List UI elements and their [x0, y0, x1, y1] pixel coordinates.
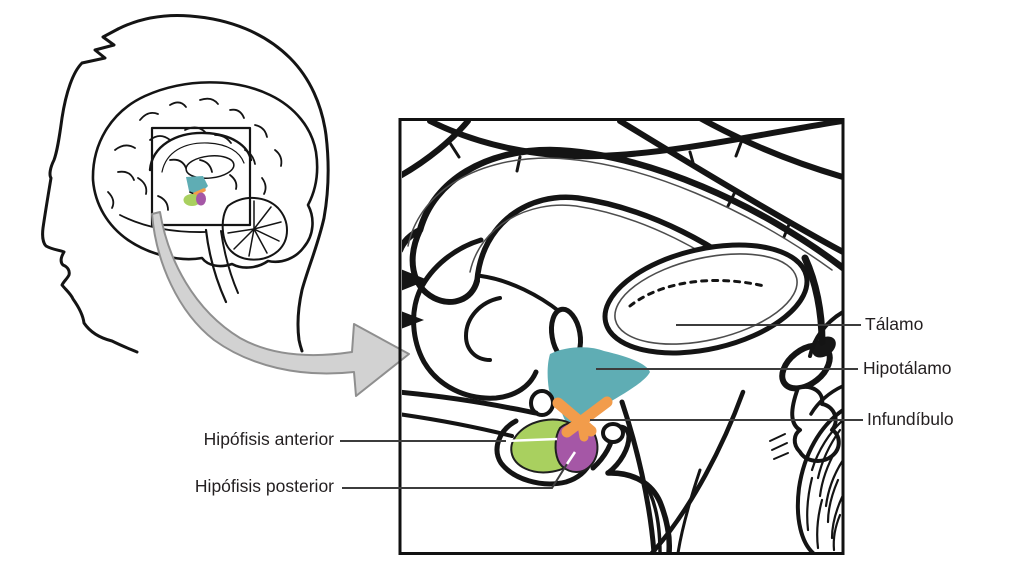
inset-cerebellum	[221, 197, 288, 261]
inset-brain-outline	[91, 81, 319, 269]
label-hipofisis-anterior: Hipófisis anterior	[203, 429, 334, 449]
label-hipofisis-posterior: Hipófisis posterior	[194, 476, 334, 496]
inset-inner-structures	[148, 131, 253, 179]
label-infundibulo: Infundíbulo	[867, 409, 954, 429]
zoom-box	[150, 126, 252, 227]
inset-infundibulum-shape	[193, 188, 206, 196]
brainstem-curves	[619, 389, 746, 552]
tectum-colliculi	[769, 254, 842, 463]
inset-brainstem	[204, 228, 239, 304]
label-hipotalamo: Hipotálamo	[863, 358, 952, 378]
cerebellum-foliage	[795, 384, 842, 552]
inset-brain-gyri	[107, 97, 283, 233]
head-inset-illustration	[41, 14, 330, 354]
leader-lines	[340, 324, 863, 489]
thalamus-shape	[602, 242, 810, 356]
infundibulum-shape	[552, 396, 613, 442]
inset-colored-structures	[183, 176, 208, 206]
mammillary-body	[601, 422, 625, 444]
head-profile-back	[116, 14, 330, 353]
panel-border	[398, 118, 845, 555]
optic-nerve-lines	[402, 389, 539, 438]
inset-posterior-pituitary-shape	[196, 192, 206, 206]
frontal-folds	[402, 237, 562, 401]
leader-line-hipofisis-posterior	[342, 463, 568, 489]
label-talamo: Tálamo	[865, 314, 924, 334]
pineal-shape	[812, 336, 836, 358]
cortex-sulci-lines	[402, 121, 842, 255]
magnify-arrow-icon	[151, 211, 410, 397]
head-profile-front	[41, 27, 139, 354]
